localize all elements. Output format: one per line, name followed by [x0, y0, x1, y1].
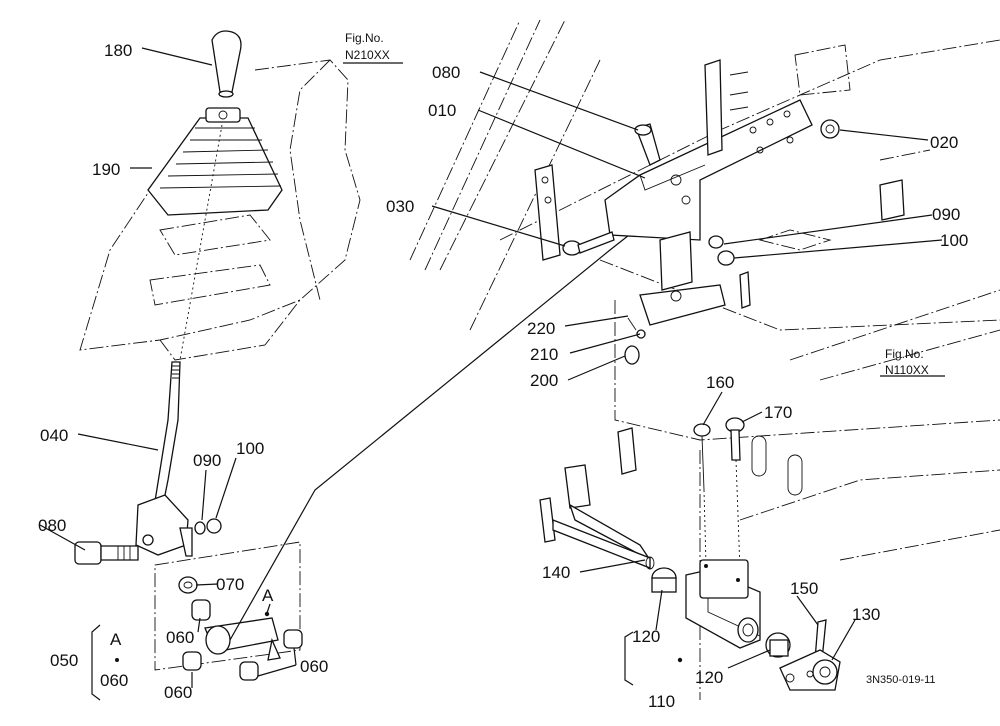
bracket-left-tab	[534, 164, 561, 261]
callout-090-right: 090	[932, 205, 960, 224]
callout-060-a: 060	[166, 628, 194, 647]
callout-a-group: A	[110, 630, 122, 649]
fig-ref-code-2: N110XX	[885, 363, 929, 377]
callout-180: 180	[104, 41, 132, 60]
callout-110: 110	[648, 692, 675, 711]
callout-080-right: 080	[432, 63, 460, 82]
bushing-120-left	[651, 567, 677, 593]
callout-200: 200	[530, 371, 558, 390]
group-bracket-110	[624, 631, 634, 686]
side-bracket	[879, 179, 905, 221]
callout-060-c: 060	[164, 683, 192, 702]
drawing-code: 3N350-019-11	[866, 674, 936, 686]
bushing-120-right	[765, 632, 791, 658]
shift-rod-link	[229, 194, 681, 641]
callout-210: 210	[530, 345, 558, 364]
slotted-plate	[751, 435, 803, 496]
group-bracket	[91, 624, 101, 701]
callout-190: 190	[92, 160, 120, 179]
latch-assembly	[624, 231, 751, 365]
fig-ref-code-1: N210XX	[345, 48, 390, 62]
frame-outlines	[79, 19, 1000, 700]
callout-020: 020	[930, 133, 958, 152]
group-dot	[115, 658, 119, 662]
small-bracket	[617, 427, 637, 475]
lever-boot-190	[147, 107, 283, 216]
bracket-010	[604, 99, 813, 241]
callout-130: 130	[852, 605, 880, 624]
callout-120-right: 120	[695, 668, 723, 687]
housing-110	[685, 559, 761, 649]
shaft-140	[539, 464, 655, 570]
shift-knob-180	[211, 30, 242, 98]
callout-a-top: A	[262, 586, 274, 605]
nut-100-right	[717, 250, 735, 266]
nut-020	[820, 119, 840, 139]
leader-lines	[39, 47, 945, 688]
callout-170: 170	[764, 403, 792, 422]
stud-plate	[704, 59, 749, 156]
fig-ref-label-2: Fig.No.	[885, 347, 924, 361]
callout-090-left: 090	[193, 451, 221, 470]
lever-arm-130	[779, 649, 841, 691]
callout-120-left: 120	[632, 627, 660, 646]
bolt-160	[693, 423, 711, 566]
washer-090-left	[194, 521, 206, 535]
washer-090-right	[708, 235, 724, 249]
shift-lever-040	[135, 124, 223, 557]
callout-060-group: 060	[100, 671, 128, 690]
callout-010: 010	[428, 101, 456, 120]
callout-070: 070	[216, 575, 244, 594]
callout-160: 160	[706, 373, 734, 392]
callout-150: 150	[790, 579, 818, 598]
callout-100-right: 100	[940, 231, 968, 250]
callout-080-left: 080	[38, 516, 66, 535]
callout-140: 140	[542, 563, 570, 582]
callout-040: 040	[40, 426, 68, 445]
bolt-080-left	[74, 541, 139, 565]
bolt-030	[562, 231, 615, 256]
nut-100-left	[206, 518, 222, 534]
bolt-170	[725, 417, 745, 571]
bolt-080-right	[634, 123, 661, 166]
callout-030: 030	[386, 197, 414, 216]
callout-050: 050	[50, 651, 78, 670]
fig-ref-label-1: Fig.No.	[345, 31, 384, 45]
callout-060-b: 060	[300, 657, 328, 676]
callout-100-left: 100	[236, 439, 264, 458]
bushing-group	[154, 541, 303, 681]
group-dot-110	[677, 657, 683, 663]
callout-220: 220	[527, 319, 555, 338]
